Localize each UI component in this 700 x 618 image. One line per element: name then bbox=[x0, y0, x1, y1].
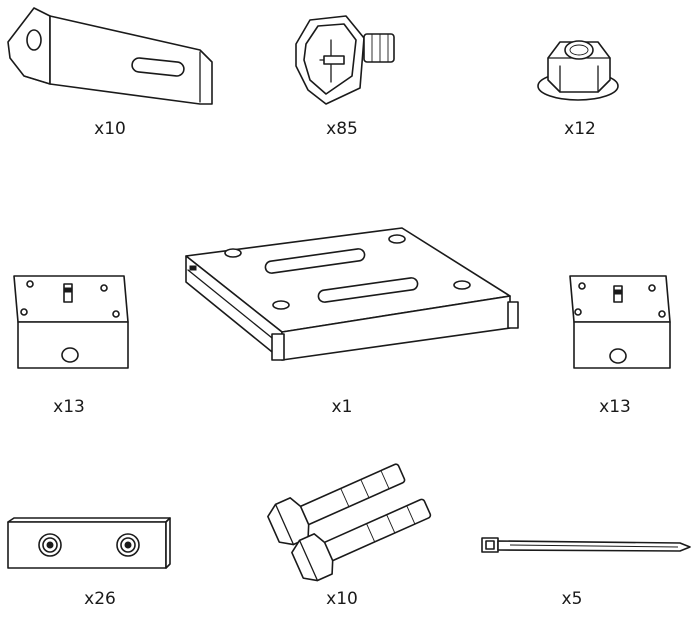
quantity-label: x10 bbox=[94, 119, 126, 139]
quantity-label: x5 bbox=[561, 589, 583, 609]
corner-block-icon bbox=[13, 275, 129, 369]
anchor-bolt-icon bbox=[267, 463, 432, 582]
quantity-label: x26 bbox=[84, 589, 116, 609]
mounting-plate-icon bbox=[185, 227, 519, 361]
quantity-label: x85 bbox=[326, 119, 358, 139]
quantity-label: x1 bbox=[331, 397, 353, 417]
angle-bracket-icon bbox=[7, 7, 213, 105]
spacer-bar-icon bbox=[7, 517, 171, 569]
flange-nut-icon bbox=[537, 40, 619, 101]
quantity-label: x13 bbox=[599, 397, 631, 417]
quantity-label: x10 bbox=[326, 589, 358, 609]
corner-block-icon bbox=[569, 275, 671, 369]
flange-bolt-icon bbox=[295, 15, 395, 105]
quantity-label: x13 bbox=[53, 397, 85, 417]
cable-tie-icon bbox=[481, 537, 691, 553]
quantity-label: x12 bbox=[564, 119, 596, 139]
